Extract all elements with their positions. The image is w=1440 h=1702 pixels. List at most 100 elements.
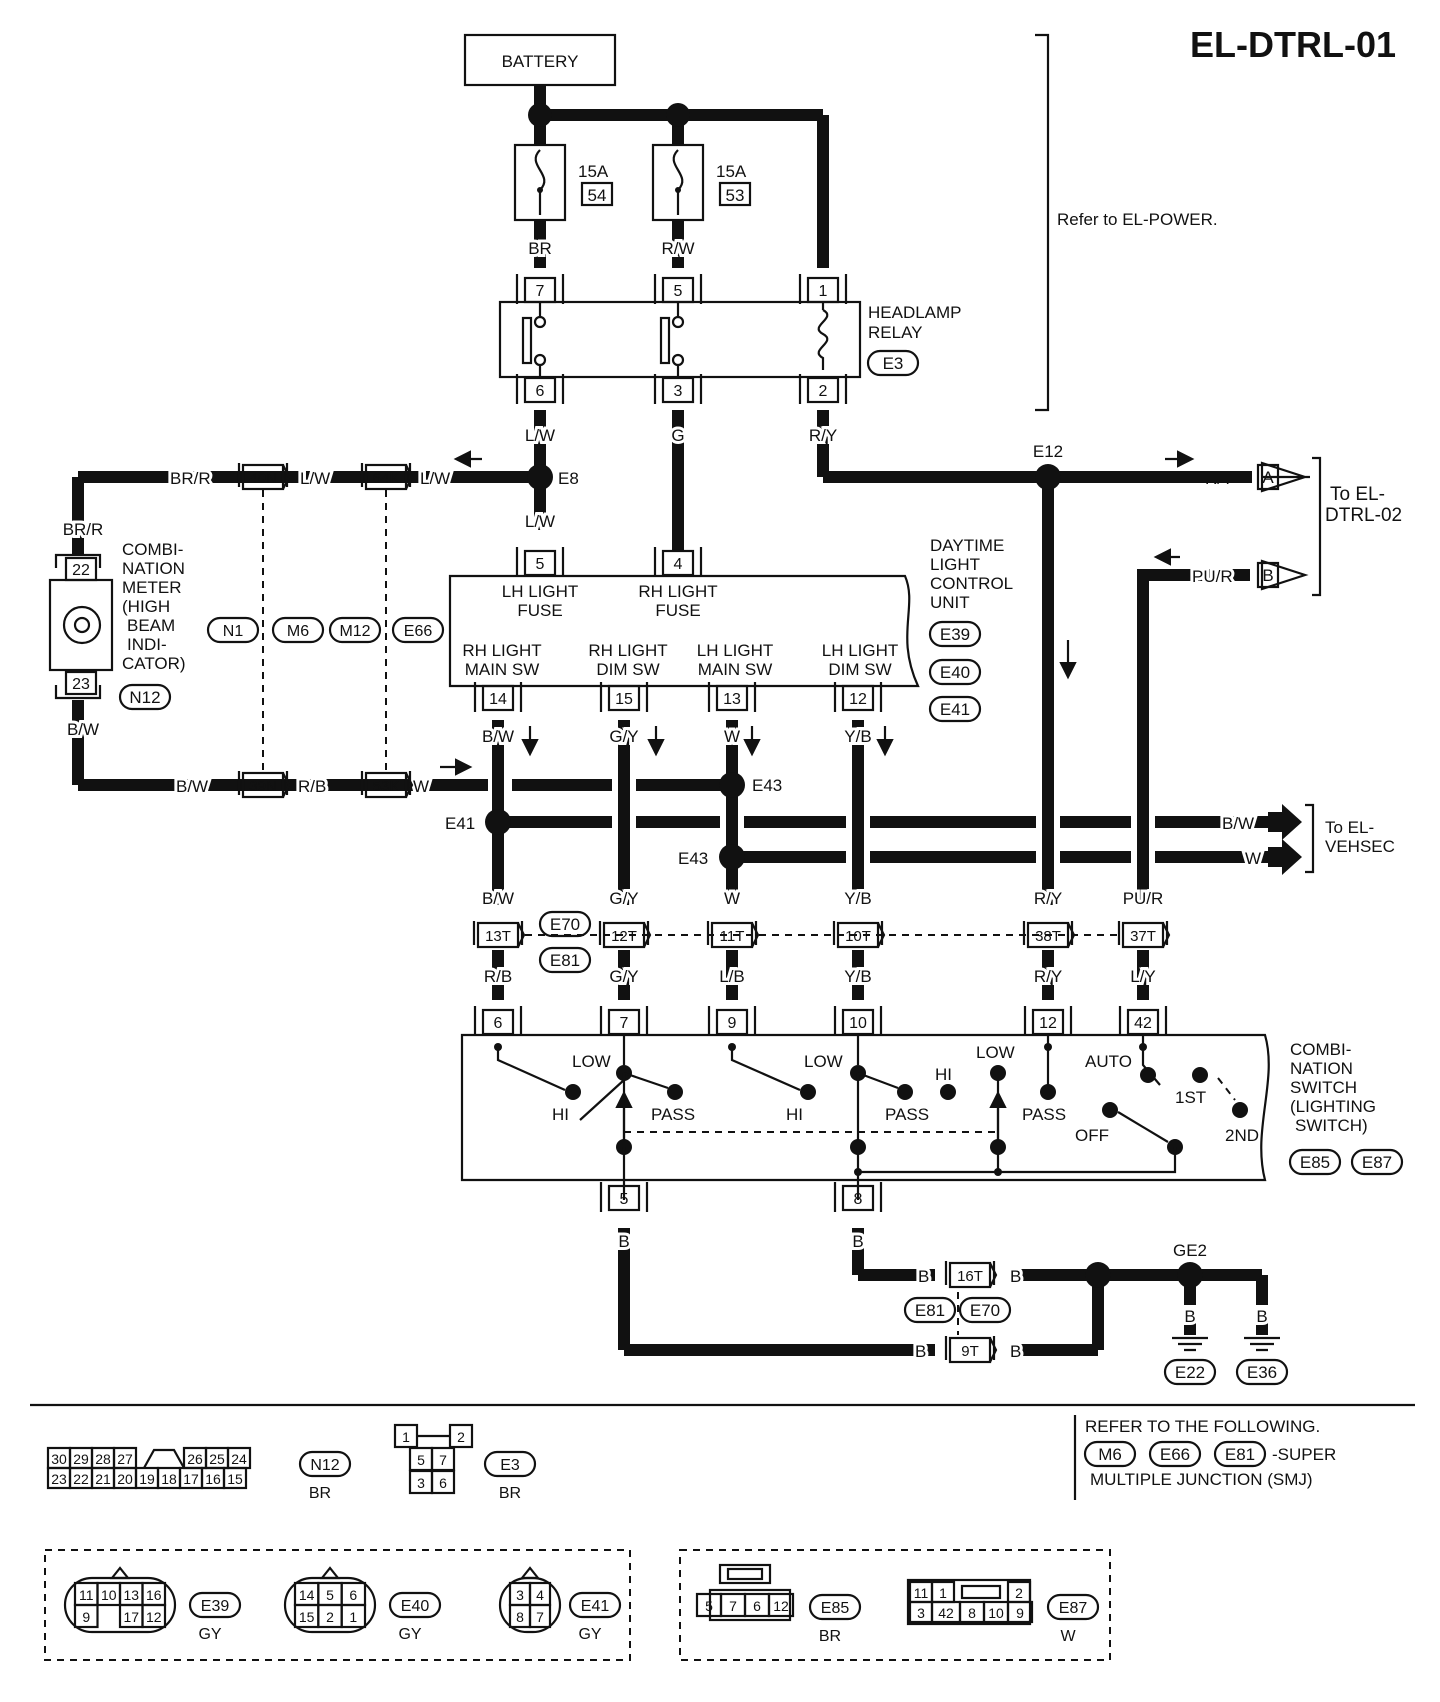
wire-label-brr-1: BR/R — [170, 469, 211, 488]
combo-title-3: SWITCH — [1290, 1078, 1357, 1097]
dtrl-title-1: DAYTIME — [930, 536, 1004, 555]
wire-label-g: G — [671, 426, 684, 445]
offpage-b: B — [1256, 559, 1309, 591]
meter-title-7: CATOR) — [122, 654, 186, 673]
switch-pin-8: 8 — [854, 1191, 863, 1208]
wire-label-pur-2: PU/R — [1123, 889, 1164, 908]
wire-label-gy-2: G/Y — [609, 889, 638, 908]
switch-pin-10: 10 — [849, 1015, 867, 1032]
n12-pin-28: 28 — [95, 1451, 111, 1467]
meter-title-4: (HIGH — [122, 597, 170, 616]
conn-10t: 10T — [845, 928, 871, 945]
meter-title-1: COMBI- — [122, 540, 183, 559]
dtrl-title-4: UNIT — [930, 593, 970, 612]
dtrl-title-3: CONTROL — [930, 574, 1013, 593]
smj-m6: M6 — [287, 623, 309, 640]
wire-label-pur-1: PU/R — [1192, 567, 1233, 586]
smj-m12: M12 — [339, 623, 370, 640]
meter-title-2: NATION — [122, 559, 185, 578]
diagram-id: EL-DTRL-01 — [1190, 24, 1396, 65]
dtrl-lh-main-1: LH LIGHT — [697, 641, 774, 660]
conn-13t: 13T — [485, 928, 511, 945]
relay-title-2: RELAY — [868, 323, 923, 342]
e39-pin-10: 10 — [101, 1587, 117, 1603]
switch-feed-wires — [492, 950, 1149, 1000]
wire-label-yb-2: Y/B — [844, 889, 871, 908]
pre-t-labels: B/W G/Y W Y/B R/Y PU/R — [479, 886, 1166, 911]
conn-12t: 12T — [611, 928, 637, 945]
wire-label-ry-4: R/Y — [1034, 967, 1062, 986]
e40-color-label: GY — [398, 1626, 421, 1643]
wire-label-w-2: W — [724, 727, 740, 746]
junction-ge2: GE2 — [1173, 1241, 1207, 1260]
wire-label-ly: L/Y — [1130, 967, 1156, 986]
switch-hi-2: HI — [786, 1105, 803, 1124]
n12-pin-19: 19 — [139, 1471, 155, 1487]
refer-conn-m6: M6 — [1098, 1445, 1122, 1464]
wire-label-b-6: B — [1010, 1342, 1021, 1361]
wire-label-b-2: B — [852, 1232, 863, 1251]
wire-label-b-1: B — [618, 1232, 629, 1251]
e3-pin-1: 1 — [402, 1429, 410, 1445]
post-t-labels: R/B G/Y L/B Y/B R/Y L/Y — [481, 964, 1159, 989]
conn-64k: 64K — [373, 470, 400, 487]
wire-label-gy-3: G/Y — [609, 967, 638, 986]
wire-label-lb: L/B — [719, 967, 745, 986]
combo-title-1: COMBI- — [1290, 1040, 1351, 1059]
relay-title-1: HEADLAMP — [868, 303, 962, 322]
n12-pin-29: 29 — [73, 1451, 89, 1467]
e41-color-label: GY — [578, 1626, 601, 1643]
conn-16t: 16T — [957, 1268, 983, 1285]
smj-e70: E70 — [550, 915, 580, 934]
smj-e66: E66 — [404, 623, 433, 640]
wire-label-lw-3: L/W — [300, 469, 330, 488]
fuse-53: 15A 53 — [651, 143, 752, 222]
switch-pass-2: PASS — [885, 1105, 929, 1124]
offpage-a: A — [1256, 461, 1310, 493]
n12-pin-30: 30 — [51, 1451, 67, 1467]
meter-conn: N12 — [129, 688, 160, 707]
wire-label-b-8: B — [1256, 1307, 1267, 1326]
n12-pin-24: 24 — [231, 1451, 247, 1467]
e3-color-label: BR — [499, 1485, 521, 1502]
fuse-53-num: 53 — [726, 186, 745, 205]
e3-conn-label: E3 — [500, 1457, 520, 1474]
e41-pin-8: 8 — [516, 1609, 524, 1625]
n12-pin-26: 26 — [187, 1451, 203, 1467]
e39-pin-13: 13 — [123, 1587, 139, 1603]
wire-label-rb-1: R/B — [298, 777, 326, 796]
junction-e41: E41 — [445, 814, 475, 833]
legend-dtrl-box — [44, 1549, 631, 1661]
n12-pin-23: 23 — [51, 1471, 67, 1487]
battery-feed-wires — [528, 85, 829, 268]
e3-pin-5: 5 — [417, 1452, 425, 1468]
combo-title-2: NATION — [1290, 1059, 1353, 1078]
fuse-54-num: 54 — [588, 186, 607, 205]
refer-line-3: MULTIPLE JUNCTION (SMJ) — [1090, 1470, 1313, 1489]
combo-title-5: SWITCH) — [1295, 1116, 1368, 1135]
junction-e43-a: E43 — [752, 776, 782, 795]
ground-conn-e22: E22 — [1175, 1363, 1205, 1382]
ground-conn-e81: E81 — [915, 1301, 945, 1320]
battery-label: BATTERY — [502, 52, 579, 71]
dtrl-rh-main-1: RH LIGHT — [462, 641, 541, 660]
e41-conn-label: E41 — [581, 1598, 610, 1615]
dtrl-lh-main-2: MAIN SW — [698, 660, 773, 679]
relay-pin-1: 1 — [819, 283, 828, 300]
e40-pin-2: 2 — [326, 1609, 334, 1625]
e3-pin-6: 6 — [439, 1475, 447, 1491]
dtrl-pin-12: 12 — [849, 691, 867, 708]
junction-e43-b: E43 — [678, 849, 708, 868]
e87-pin-11: 11 — [914, 1585, 929, 1601]
conn-9t: 9T — [961, 1343, 979, 1360]
battery: BATTERY — [463, 33, 617, 87]
wire-label-yb-1: Y/B — [844, 727, 871, 746]
switch-pin-9: 9 — [728, 1015, 737, 1032]
dtrl-conn-e41: E41 — [940, 700, 970, 719]
e3-pin-7: 7 — [439, 1452, 447, 1468]
e85-pin-6: 6 — [753, 1598, 761, 1614]
dtrl-rh-dim-2: DIM SW — [596, 660, 659, 679]
junction-e8: E8 — [558, 469, 579, 488]
